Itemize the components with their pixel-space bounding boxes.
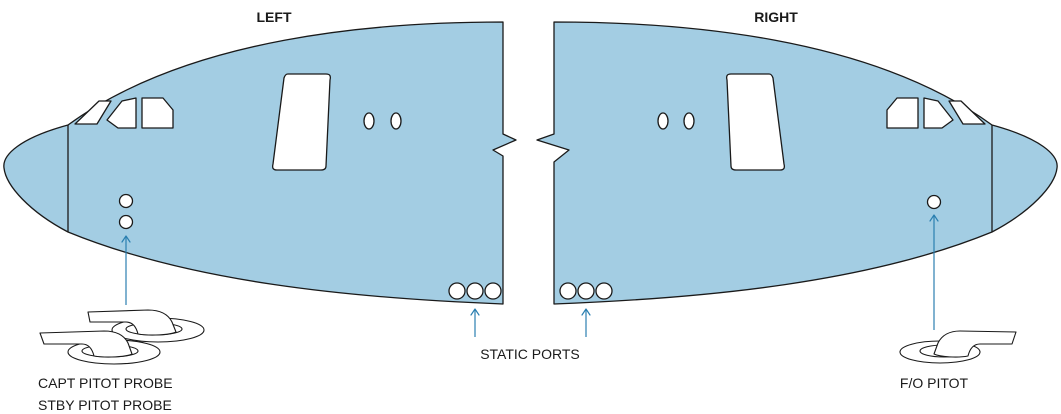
- right-view-title: RIGHT: [754, 9, 798, 25]
- right-cockpit-window-1: [948, 100, 986, 125]
- right-door-window: [725, 73, 786, 171]
- right-static-port-3: [595, 282, 613, 300]
- right-static-port-1: [559, 282, 577, 300]
- fo-pitot-arrow: [929, 214, 939, 330]
- left-cockpit-window-2: [106, 97, 137, 129]
- static-ports-label: STATIC PORTS: [480, 346, 580, 362]
- left-fuselage: [3, 21, 517, 305]
- capt-pitot-probe-label: CAPT PITOT PROBE: [38, 375, 173, 391]
- capt-pitot-port: [118, 193, 134, 209]
- left-static-port-2: [466, 282, 484, 300]
- left-door-window: [271, 73, 332, 171]
- left-fuselage-body: [3, 21, 517, 305]
- left-cabin-window-2: [390, 112, 402, 130]
- left-cockpit-window-1: [74, 100, 112, 125]
- right-fuselage: [536, 21, 1058, 305]
- capt-pitot-arrow: [121, 235, 131, 305]
- right-cockpit-window-3: [886, 97, 919, 129]
- left-static-arrow: [470, 308, 480, 337]
- stby-pitot-probe-icon: [39, 330, 161, 365]
- right-static-arrow: [581, 308, 591, 337]
- left-cockpit-window-3: [141, 97, 174, 129]
- left-static-port-1: [448, 282, 466, 300]
- left-view-title: LEFT: [257, 9, 292, 25]
- capt-pitot-probe-icon: [87, 309, 205, 343]
- pointer-arrows: [121, 214, 939, 337]
- right-cockpit-window-2: [923, 97, 954, 129]
- right-cabin-window-1: [657, 112, 669, 130]
- stby-pitot-port: [118, 214, 134, 230]
- right-cabin-window-2: [683, 112, 695, 130]
- stby-pitot-probe-label: STBY PITOT PROBE: [38, 397, 172, 413]
- left-static-port-3: [484, 282, 502, 300]
- fo-pitot-label: F/O PITOT: [900, 375, 969, 391]
- right-fuselage-body: [536, 21, 1058, 305]
- fo-pitot-probe-icon: [899, 330, 1017, 364]
- right-static-port-2: [577, 282, 595, 300]
- left-cabin-window-1: [363, 112, 375, 130]
- fo-pitot-port: [926, 194, 942, 210]
